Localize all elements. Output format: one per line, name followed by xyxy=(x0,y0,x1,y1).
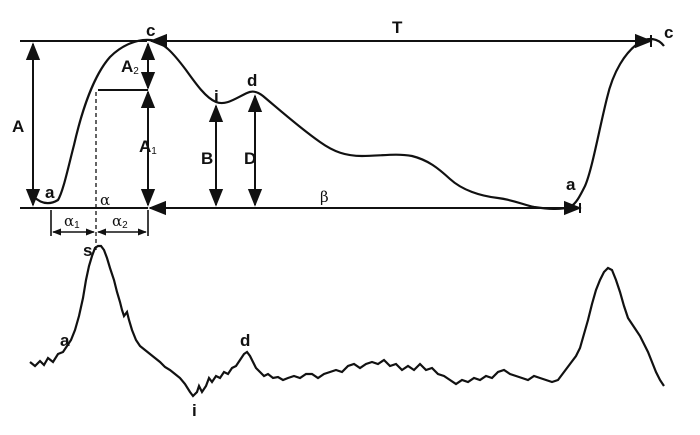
label-A2: A2 xyxy=(121,57,139,77)
label-A1: A1 xyxy=(139,137,157,157)
label-s: s xyxy=(83,241,92,260)
lower-waveform-curve xyxy=(29,244,665,398)
label-i-bottom: i xyxy=(192,401,197,420)
pressure-waveform-curve xyxy=(32,37,665,210)
label-D: D xyxy=(244,149,256,168)
label-beta: β xyxy=(320,188,329,206)
label-a-left-top: a xyxy=(45,183,55,202)
label-c-right: c xyxy=(664,23,673,42)
label-c-left: c xyxy=(146,21,155,40)
label-a-right-top: a xyxy=(566,175,576,194)
label-i-top: i xyxy=(214,87,219,106)
label-a-bottom: a xyxy=(60,331,70,350)
label-alpha: α xyxy=(100,191,110,209)
label-alpha2: α2 xyxy=(112,212,128,231)
label-B: B xyxy=(201,149,213,168)
label-d-bottom: d xyxy=(240,331,250,350)
label-alpha1: α1 xyxy=(64,212,80,231)
label-T: T xyxy=(392,18,403,37)
label-A: A xyxy=(12,117,24,136)
label-d-top: d xyxy=(247,71,257,90)
